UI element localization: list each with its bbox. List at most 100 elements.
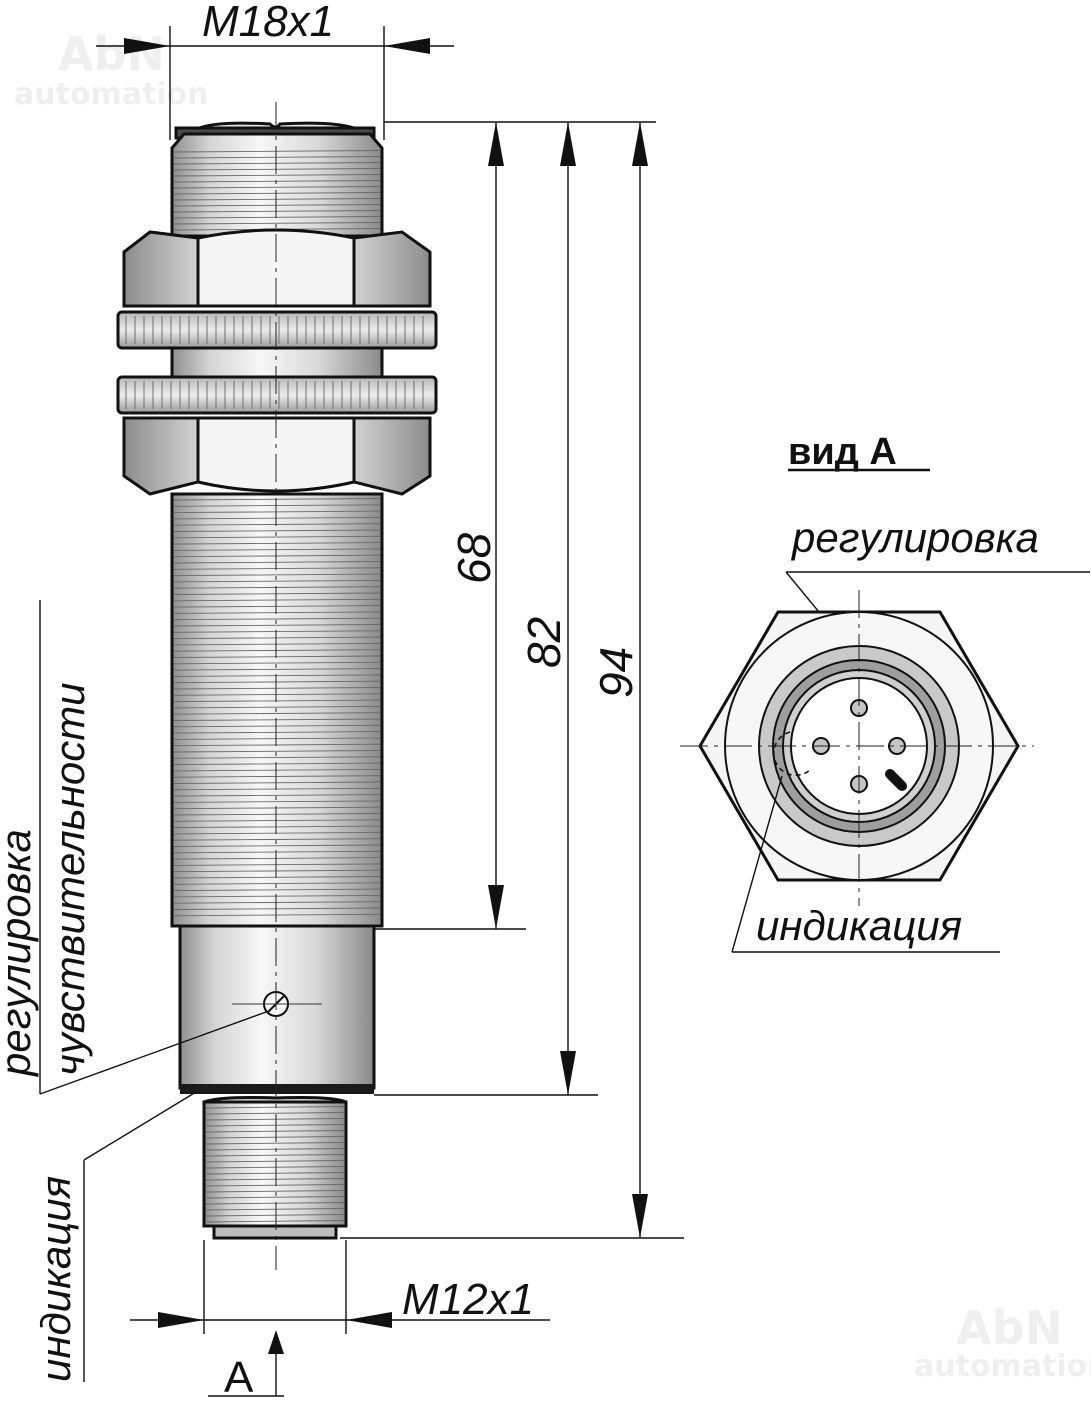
view-a-title: вид А: [788, 431, 897, 473]
thread-line: [173, 718, 381, 721]
thread-line: [205, 1178, 345, 1181]
thread-line: [173, 863, 381, 866]
thread-line: [205, 1136, 345, 1139]
watermark-sub-top: automation: [14, 77, 209, 112]
thread-line: [173, 850, 381, 854]
thread-line: [173, 882, 381, 885]
thread-line: [173, 168, 381, 171]
thread-line: [173, 693, 381, 696]
thread-line: [173, 901, 381, 904]
thread-line: [173, 210, 381, 213]
thread-line: [173, 687, 381, 690]
thread-line: [205, 1106, 345, 1109]
thread-line: [173, 529, 381, 532]
thread-line: [173, 907, 381, 910]
thread-line: [173, 857, 381, 860]
thread-line: [205, 1130, 345, 1133]
thread-line: [173, 554, 381, 558]
thread-line: [205, 1172, 345, 1175]
thread-line: [173, 724, 381, 728]
thread-line: [173, 831, 381, 835]
thread-line: [173, 762, 381, 766]
view-label-indication: индикация: [756, 902, 962, 949]
watermark-brand-bottom: AbN: [956, 1301, 1063, 1355]
thread-line: [173, 813, 381, 816]
thread-line: [205, 1220, 345, 1223]
thread-line: [173, 630, 381, 633]
thread-line: [173, 605, 381, 608]
lower-hex-nut: [122, 416, 432, 496]
lower-washer: [116, 375, 438, 415]
thread-line: [173, 624, 381, 627]
thread-line: [173, 498, 381, 501]
thread-line: [173, 712, 381, 715]
thread-line: [205, 1154, 345, 1157]
dim-m18: M18x1: [202, 0, 334, 46]
thread-line: [173, 781, 381, 784]
thread-line: [173, 674, 381, 677]
thread-line: [173, 668, 381, 671]
thread-line: [173, 198, 381, 201]
dim-68: 68: [448, 532, 500, 584]
label-adjust: регулировка: [0, 829, 39, 1078]
thread-line: [205, 1208, 345, 1211]
thread-line: [205, 1142, 345, 1145]
thread-line: [173, 150, 381, 153]
connector-thread: [202, 1100, 348, 1228]
watermark-brand-top: AbN: [58, 27, 165, 81]
thread-line: [173, 743, 381, 747]
upper-thread-lines: [173, 150, 381, 231]
thread-line: [173, 888, 381, 892]
thread-line: [173, 661, 381, 665]
thread-line: [173, 636, 381, 640]
main-thread-lines: [173, 498, 381, 917]
thread-line: [173, 775, 381, 778]
thread-line: [173, 787, 381, 791]
thread-line: [173, 598, 381, 602]
main-thread: [170, 492, 384, 928]
thread-line: [173, 516, 381, 520]
thread-line: [173, 819, 381, 822]
thread-line: [173, 523, 381, 526]
thread-line: [173, 548, 381, 551]
thread-line: [173, 680, 381, 684]
thread-line: [205, 1118, 345, 1121]
thread-line: [205, 1112, 345, 1115]
upper-thread: [170, 132, 384, 238]
thread-line: [205, 1214, 345, 1217]
watermark-sub-bottom: automation: [914, 1349, 1091, 1384]
thread-line: [173, 222, 381, 225]
dimensions: M18x1 68 82 94 M12x1 A: [96, 0, 684, 1401]
thread-line: [205, 1196, 345, 1199]
upper-hex-nut: [122, 228, 432, 308]
connector-thread-lines: [205, 1106, 345, 1223]
indicator-window: [772, 731, 811, 777]
thread-line: [173, 876, 381, 879]
thread-line: [173, 737, 381, 740]
thread-line: [205, 1148, 345, 1151]
thread-line: [173, 186, 381, 189]
connector-pins: [812, 699, 907, 793]
thread-line: [173, 838, 381, 841]
thread-line: [173, 204, 381, 207]
thread-line: [173, 504, 381, 507]
thread-line: [173, 611, 381, 614]
label-sensitivity: чувствительности: [46, 682, 93, 1076]
thread-line: [173, 894, 381, 898]
thread-line: [173, 542, 381, 545]
thread-line: [173, 561, 381, 564]
dim-82: 82: [518, 617, 570, 668]
thread-line: [173, 573, 381, 577]
thread-line: [173, 535, 381, 539]
thread-line: [173, 642, 381, 646]
thread-line: [173, 794, 381, 797]
thread-line: [205, 1124, 345, 1127]
thread-line: [173, 800, 381, 803]
upper-washer: [116, 310, 438, 350]
thread-line: [173, 913, 381, 917]
thread-line: [173, 825, 381, 829]
label-indication-side: индикация: [32, 1176, 79, 1382]
thread-line: [205, 1184, 345, 1187]
thread-line: [173, 586, 381, 589]
thread-line: [205, 1202, 345, 1205]
